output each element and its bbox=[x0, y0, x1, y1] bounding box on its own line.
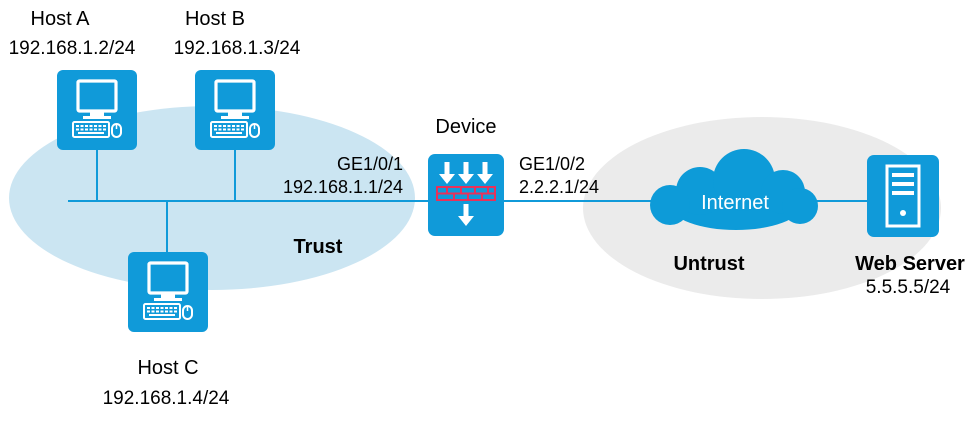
network-links bbox=[68, 150, 868, 252]
internet-cloud: Internet bbox=[650, 149, 818, 230]
device: Device GE1/0/1 192.168.1.1/24 GE1/0/2 2.… bbox=[283, 116, 599, 236]
host-ip: 192.168.1.4/24 bbox=[103, 388, 230, 409]
computer-icon bbox=[193, 68, 277, 152]
host-ip: 192.168.1.2/24 bbox=[9, 38, 136, 59]
cloud-label: Internet bbox=[701, 192, 769, 214]
trust-zone bbox=[9, 106, 415, 290]
server-icon bbox=[867, 155, 939, 237]
cloud-icon bbox=[650, 149, 818, 230]
web-server: Web Server 5.5.5.5/24 bbox=[855, 155, 965, 298]
server-ip: 5.5.5.5/24 bbox=[866, 277, 951, 298]
right-interface-name: GE1/0/2 bbox=[519, 154, 585, 174]
left-interface-ip: 192.168.1.1/24 bbox=[283, 177, 403, 197]
host-b: Host B 192.168.1.3/24 bbox=[174, 8, 301, 152]
untrust-zone-label: Untrust bbox=[673, 253, 744, 275]
host-name: Host B bbox=[185, 8, 245, 30]
firewall-icon bbox=[428, 154, 504, 236]
server-name: Web Server bbox=[855, 253, 965, 275]
left-interface-name: GE1/0/1 bbox=[337, 154, 403, 174]
trust-zone-label: Trust bbox=[294, 236, 343, 258]
host-ip: 192.168.1.3/24 bbox=[174, 38, 301, 59]
host-name: Host C bbox=[137, 357, 198, 379]
host-a: Host A 192.168.1.2/24 bbox=[9, 8, 139, 152]
host-c: Host C 192.168.1.4/24 bbox=[103, 250, 230, 409]
device-name: Device bbox=[435, 116, 496, 138]
right-interface-ip: 2.2.2.1/24 bbox=[519, 177, 599, 197]
computer-icon bbox=[55, 68, 139, 152]
host-name: Host A bbox=[31, 8, 91, 30]
computer-icon bbox=[126, 250, 210, 334]
